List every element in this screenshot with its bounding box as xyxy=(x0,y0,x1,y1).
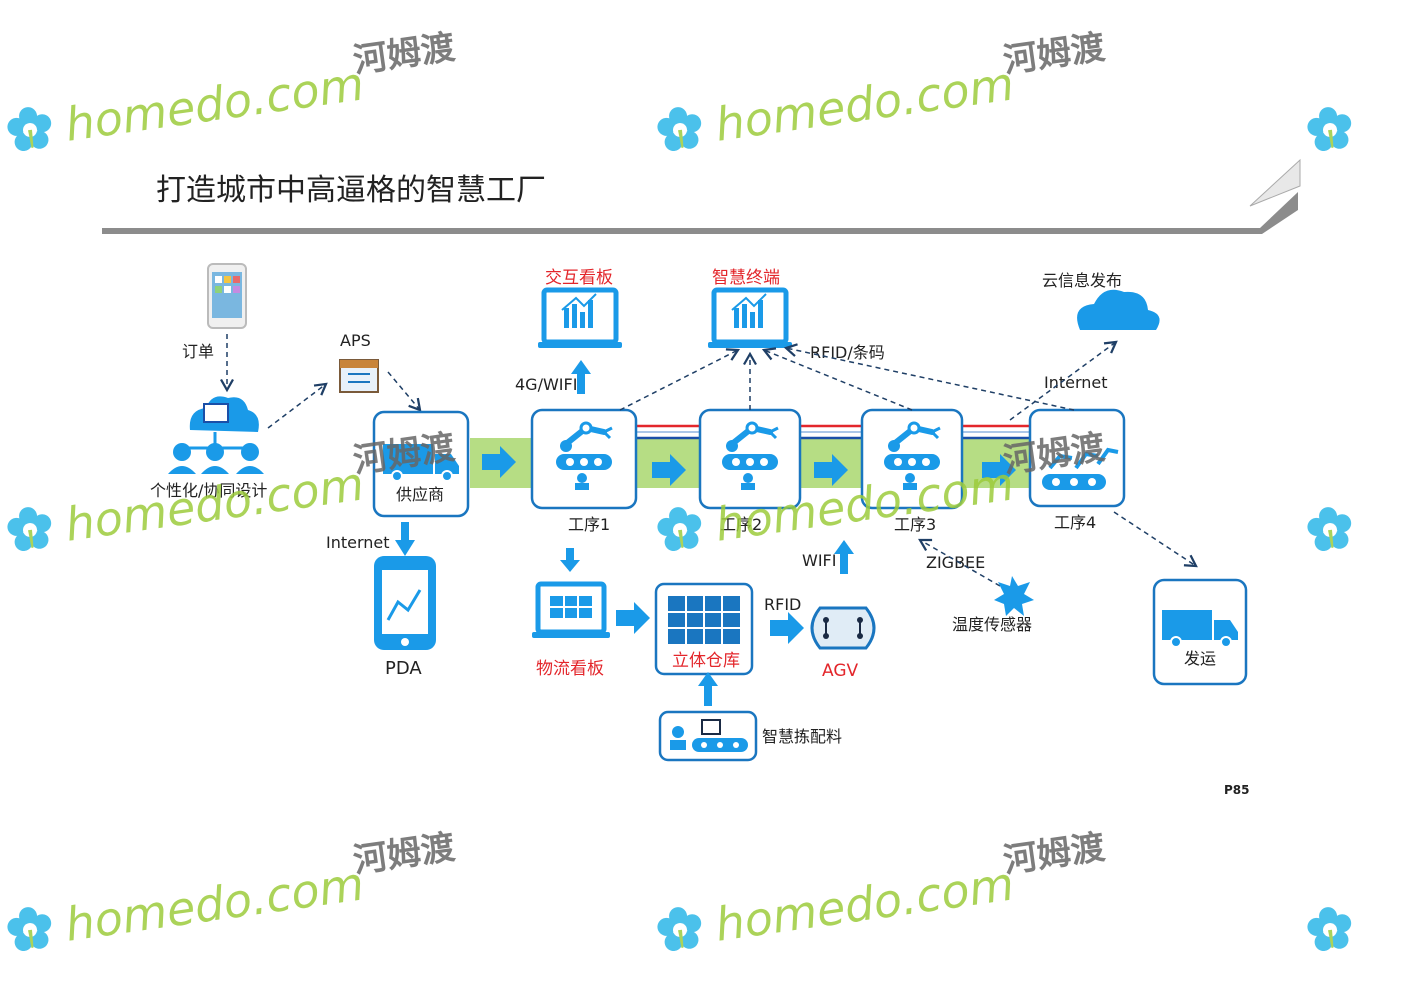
pda-icon xyxy=(374,556,436,650)
page-number: P85 xyxy=(1224,783,1250,797)
temp-sensor-label: 温度传感器 xyxy=(952,615,1032,634)
svg-text:河姆渡: 河姆渡 xyxy=(351,827,458,881)
link-rfid-code-label: RFID/条码 xyxy=(810,343,885,362)
page-curl xyxy=(1249,158,1301,207)
smart-terminal-icon xyxy=(708,290,792,348)
sensor-burst-icon xyxy=(994,576,1034,616)
picking-icon xyxy=(670,719,748,752)
link-rfid-label: RFID xyxy=(764,595,801,614)
logistics-board-icon xyxy=(532,581,610,638)
cloud-label: 云信息发布 xyxy=(1042,271,1122,290)
svg-text:河姆渡: 河姆渡 xyxy=(1001,27,1108,81)
smart-terminal-label: 智慧终端 xyxy=(712,268,780,288)
warehouse-label: 立体仓库 xyxy=(672,651,740,671)
internet-right-label: Internet xyxy=(1044,373,1108,392)
agv-icon xyxy=(810,606,876,650)
page-title: 打造城市中高逼格的智慧工厂 xyxy=(156,173,546,208)
flow-arrow-6 xyxy=(770,612,804,644)
network-wires xyxy=(636,424,1030,440)
step2-label: 工序2 xyxy=(720,515,762,534)
title-underline xyxy=(102,192,1298,234)
aps-label: APS xyxy=(340,331,371,350)
phone-icon xyxy=(207,263,247,329)
picking-label: 智慧拣配料 xyxy=(762,727,842,746)
watermarks: homedo.com 河姆渡 homedo.com 河姆渡 homedo.com… xyxy=(5,27,1355,953)
logistics-board-label: 物流看板 xyxy=(536,659,604,679)
link-zigbee-label: ZIGBEE xyxy=(926,553,985,572)
interactive-board-label: 交互看板 xyxy=(545,268,613,288)
interactive-board-icon xyxy=(538,290,622,348)
svg-text:homedo.com: homedo.com xyxy=(62,856,367,951)
svg-text:河姆渡: 河姆渡 xyxy=(351,27,458,81)
supplier-label: 供应商 xyxy=(396,485,444,504)
link-wifi-label: WIFI xyxy=(802,551,836,570)
svg-text:河姆渡: 河姆渡 xyxy=(1001,827,1108,881)
step1-label: 工序1 xyxy=(568,515,610,534)
internet-left-label: Internet xyxy=(326,533,390,552)
step3-label: 工序3 xyxy=(894,515,936,534)
link-4g-label: 4G/WIFI xyxy=(515,375,577,394)
agv-label: AGV xyxy=(822,661,859,681)
down-arrow xyxy=(401,522,409,542)
calendar-icon xyxy=(339,359,379,393)
design-label: 个性化/协同设计 xyxy=(150,481,267,500)
order-label: 订单 xyxy=(182,342,214,361)
shipping-label: 发运 xyxy=(1184,649,1216,668)
svg-text:homedo.com: homedo.com xyxy=(712,856,1017,951)
cloud-icon xyxy=(1077,289,1160,330)
pda-label: PDA xyxy=(385,658,422,679)
svg-text:homedo.com: homedo.com xyxy=(712,56,1017,151)
flow-arrow-5 xyxy=(616,602,650,634)
svg-text:homedo.com: homedo.com xyxy=(62,56,367,151)
step4-label: 工序4 xyxy=(1054,513,1096,532)
collaborative-design-icon xyxy=(168,396,264,474)
step4-robots-icon xyxy=(1042,447,1119,490)
shelves-icon xyxy=(668,596,740,644)
